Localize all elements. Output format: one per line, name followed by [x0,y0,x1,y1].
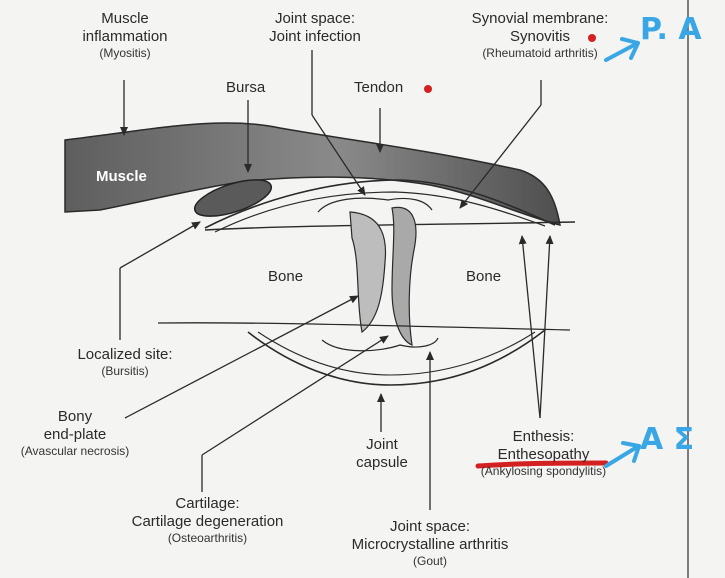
cartilage-line1: Cartilage: [115,495,300,513]
label-enthesis: Enthesis: Enthesopathy (Ankylosing spond… [466,428,621,478]
left-cartilage [350,212,386,332]
tendon-line [205,222,575,230]
muscle-inflammation-line1: Muscle [70,10,180,28]
label-bony-end-plate: Bony end-plate (Avascular necrosis) [0,408,150,458]
gout-line2: Microcrystalline arthritis [335,536,525,554]
handwritten-arrows [606,39,639,466]
capsule-line2: capsule [350,454,414,472]
handwritten-note-top: P. A [640,12,702,47]
pointer-bursitis-b [120,222,200,268]
gout-sub: (Gout) [335,554,525,568]
red-dot-tendon [424,85,432,93]
label-muscle-inflammation: Muscle inflammation (Myositis) [70,10,180,60]
enthesis-sub: (Ankylosing spondylitis) [466,464,621,478]
cartilage-sub: (Osteoarthritis) [115,531,300,545]
cartilage-line2: Cartilage degeneration [115,513,300,531]
handwritten-note-bottom: A Σ [640,422,694,457]
joint-space-bottom [322,338,438,351]
synovial-sub: (Rheumatoid arthritis) [460,46,620,60]
joint-space-top [318,198,432,212]
synovial-line1: Synovial membrane: [460,10,620,28]
label-joint-capsule: Joint capsule [350,436,414,472]
pointer-enthesis-b [540,236,550,418]
joint-capsule-lower [248,330,545,385]
muscle-inflammation-line2: inflammation [70,28,180,46]
bony-sub: (Avascular necrosis) [0,444,150,458]
label-synovial: Synovial membrane: Synovitis (Rheumatoid… [460,10,620,60]
muscle-inflammation-sub: (Myositis) [70,46,180,60]
enthesis-line2: Enthesopathy [466,446,621,464]
label-bursa: Bursa [226,79,265,97]
pointer-enthesis-a [522,236,540,418]
localized-sub: (Bursitis) [60,364,190,378]
label-joint-space-gout: Joint space: Microcrystalline arthritis … [335,518,525,568]
right-cartilage [392,207,416,345]
enthesis-line1: Enthesis: [466,428,621,446]
label-cartilage: Cartilage: Cartilage degeneration (Osteo… [115,495,300,545]
synovial-line2: Synovitis [460,28,620,46]
joint-space-line1: Joint space: [250,10,380,28]
label-joint-space-infection: Joint space: Joint infection [250,10,380,46]
gout-line1: Joint space: [335,518,525,536]
label-muscle: Muscle [96,168,147,186]
localized-line1: Localized site: [60,346,190,364]
label-bone-left: Bone [268,268,303,286]
label-bone-right: Bone [466,268,501,286]
joint-space-line2: Joint infection [250,28,380,46]
label-tendon: Tendon [354,79,403,97]
bony-line2: end-plate [0,426,150,444]
capsule-line1: Joint [350,436,414,454]
label-localized-site: Localized site: (Bursitis) [60,346,190,378]
synovial-lining-lower [258,332,535,375]
bony-line1: Bony [0,408,150,426]
